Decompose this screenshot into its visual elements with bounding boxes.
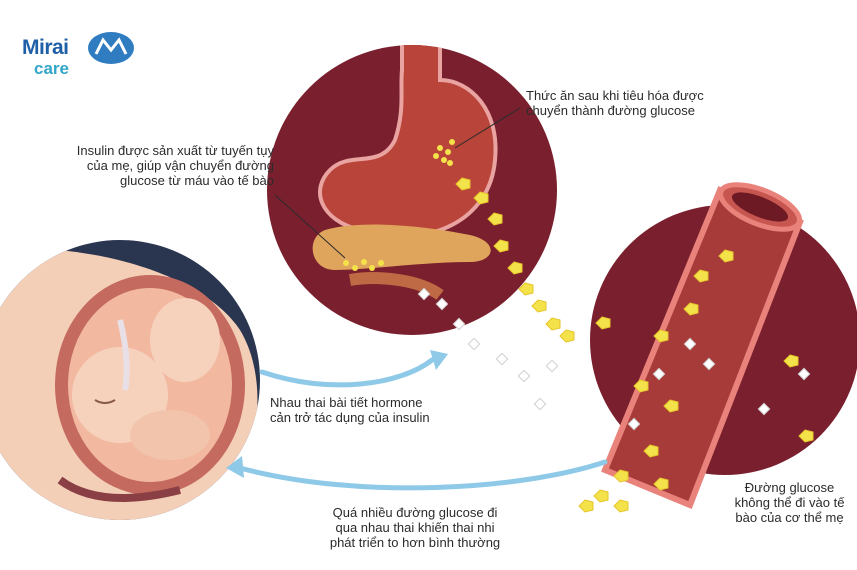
label-food-to-glucose: Thức ăn sau khi tiêu hóa được chuyển thà… (526, 88, 704, 118)
glucose-particles (455, 177, 814, 513)
pregnancy-illustration (0, 240, 260, 520)
arrow-to-fetus (226, 456, 608, 491)
logo-word-care: care (34, 59, 69, 78)
label-glucose-blocked: Đường glucose không thể đi vào tế bào củ… (734, 480, 845, 525)
label-too-much-glucose: Quá nhiều đường glucose đi qua nhau thai… (329, 505, 501, 550)
glucose-cluster (343, 139, 455, 271)
arrow-to-blood (259, 350, 448, 388)
insulin-particles (417, 287, 811, 431)
label-placenta-hormone: Nhau thai bài tiết hormone cản trở tác d… (270, 395, 430, 425)
label-insulin: Insulin được sản xuất từ tuyến tụy của m… (76, 143, 274, 188)
blood-vessel-illustration (590, 182, 857, 509)
logo-word-mirai: Mirai (22, 36, 69, 59)
leader-line (454, 107, 521, 149)
brand-logo: Mirai care (22, 30, 142, 82)
leader-line (274, 194, 346, 259)
logo-mark-icon (88, 32, 134, 64)
digestion-illustration (267, 45, 557, 335)
